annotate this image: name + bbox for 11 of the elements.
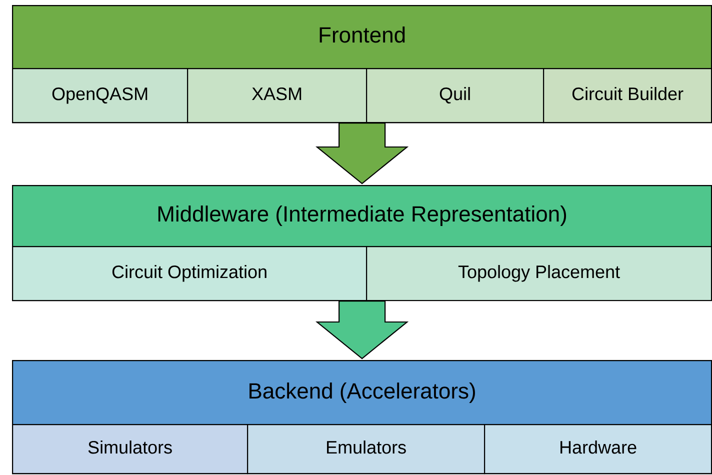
cell: Circuit Builder: [543, 68, 712, 124]
block-arrow: [316, 122, 409, 184]
cell: XASM: [187, 68, 368, 124]
cell: Circuit Optimization: [12, 246, 368, 302]
cell: Quil: [366, 68, 544, 124]
block-arrow: [316, 300, 409, 360]
cell: Emulators: [247, 424, 486, 474]
cell: Simulators: [12, 424, 248, 474]
cell: OpenQASM: [12, 68, 188, 124]
cell: Topology Placement: [366, 246, 712, 302]
cell: Hardware: [484, 424, 712, 474]
